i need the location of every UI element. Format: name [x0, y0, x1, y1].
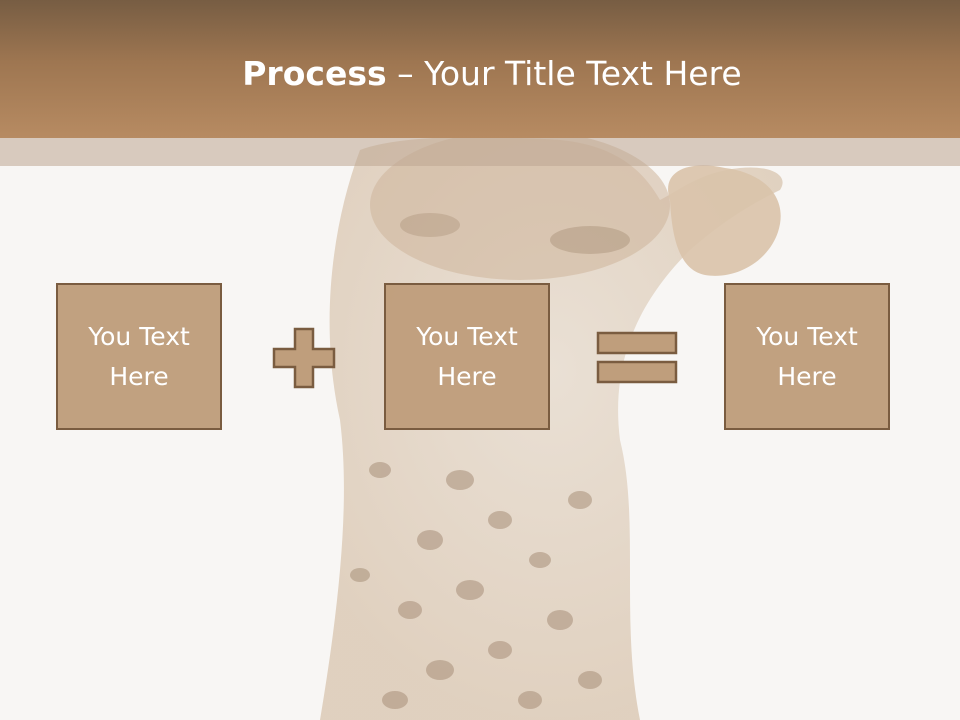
- text-box-2[interactable]: You Text Here: [384, 283, 550, 430]
- title-accent-strip: [0, 138, 960, 166]
- equals-icon: [596, 331, 678, 384]
- text-box-2-label: You Text Here: [416, 321, 518, 391]
- text-box-1[interactable]: You Text Here: [56, 283, 222, 430]
- plus-icon: [272, 327, 336, 389]
- text-box-1-label: You Text Here: [88, 321, 190, 391]
- text-box-3[interactable]: You Text Here: [724, 283, 890, 430]
- title-bar: [0, 0, 960, 138]
- title-rest: – Your Title Text Here: [386, 54, 742, 93]
- text-box-3-label: You Text Here: [756, 321, 858, 391]
- title-bold: Process: [242, 54, 387, 93]
- slide-title[interactable]: Process – Your Title Text Here: [0, 52, 960, 96]
